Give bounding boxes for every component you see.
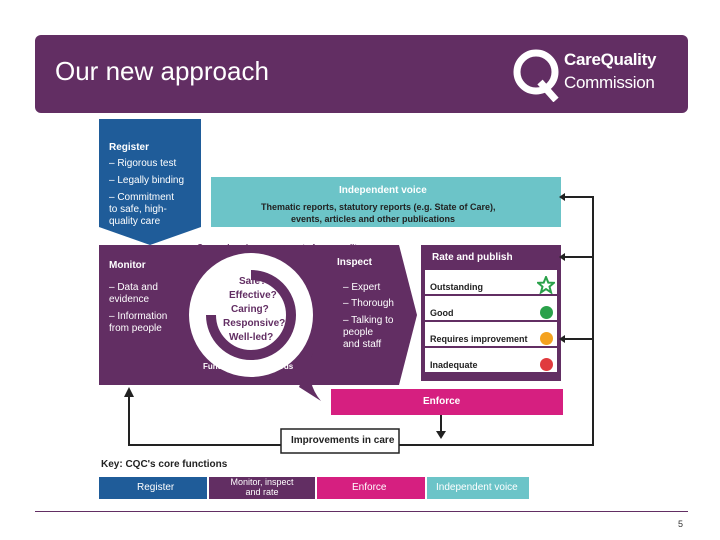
enforce-title: Enforce	[423, 396, 461, 407]
register-bullet: – Rigorous test	[109, 158, 177, 169]
inspect-bullet: – Expert	[343, 282, 381, 293]
diagram-shapes	[99, 119, 594, 499]
improvements-label: Improvements in care	[291, 435, 395, 446]
inspect-bullet: – Thorough	[343, 298, 394, 309]
question-safe: Safe?	[239, 276, 267, 287]
question-responsive: Responsive?	[223, 318, 286, 329]
register-bullet: to safe, high-	[109, 204, 167, 215]
inspect-bullet: people	[343, 327, 374, 338]
register-box	[99, 119, 201, 245]
rating-good-label: Good	[430, 308, 454, 318]
title-banner	[35, 35, 688, 113]
monitor-title: Monitor	[109, 260, 146, 271]
key-monitor-label: Monitor, inspect and rate	[230, 477, 294, 497]
monitor-bullet: – Information	[109, 311, 168, 322]
green-dot-icon	[540, 306, 553, 319]
independent-voice-title: Independent voice	[339, 185, 427, 196]
key-monitor-swatch	[209, 477, 315, 499]
independent-voice-line1: Thematic reports, statutory reports (e.g…	[261, 202, 496, 212]
monitor-bullet: – Data and	[109, 282, 158, 293]
question-caring: Caring?	[231, 304, 269, 315]
star-icon	[537, 276, 555, 294]
inspect-title: Inspect	[337, 257, 373, 268]
rating-outstanding-label: Outstanding	[430, 282, 483, 292]
question-well-led: Well-led?	[229, 332, 274, 343]
circle-arc-bottom: Fundamental standards	[203, 362, 294, 371]
key-enforce-swatch	[317, 477, 425, 499]
approach-diagram: Register – Rigorous test – Legally bindi…	[99, 119, 599, 501]
key-register-label: Register	[137, 482, 175, 493]
register-bullet: – Commitment	[109, 192, 175, 203]
monitor-bullet: from people	[109, 323, 162, 334]
independent-voice-line2: events, articles and other publications	[291, 214, 456, 224]
independent-voice-box	[211, 177, 561, 227]
footer-divider	[35, 511, 688, 512]
logo-text-line2: Commission	[564, 73, 655, 92]
improvements-box	[280, 428, 400, 454]
register-bullet: quality care	[109, 216, 161, 227]
register-title: Register	[109, 142, 150, 153]
rating-inadequate-label: Inadequate	[430, 360, 478, 370]
monitor-bullet: evidence	[109, 294, 150, 305]
q-logo-icon	[513, 49, 559, 102]
logo-text-line1: CareQuality	[564, 50, 657, 69]
page-number: 5	[678, 519, 684, 529]
key-enforce-label: Enforce	[352, 482, 387, 493]
register-bullet: – Legally binding	[109, 175, 185, 186]
key-voice-label: Independent voice	[436, 482, 518, 493]
key-voice-swatch	[427, 477, 529, 499]
rate-publish-title: Rate and publish	[432, 252, 513, 263]
key-title: Key: CQC's core functions	[101, 459, 228, 470]
key-register-swatch	[99, 477, 207, 499]
cqc-logo: CareQuality Commission	[512, 46, 677, 104]
red-dot-icon	[540, 358, 553, 371]
inspect-bullet: and staff	[343, 339, 382, 350]
amber-dot-icon	[540, 332, 553, 345]
circle-arc-top: Comprehensive assessment of care quality	[197, 243, 362, 252]
inspect-bullet: – Talking to	[343, 315, 394, 326]
enforce-box	[331, 389, 563, 415]
rating-requires-improvement-label: Requires improvement	[430, 334, 528, 344]
question-effective: Effective?	[229, 290, 277, 301]
slide-title: Our new approach	[55, 56, 269, 86]
